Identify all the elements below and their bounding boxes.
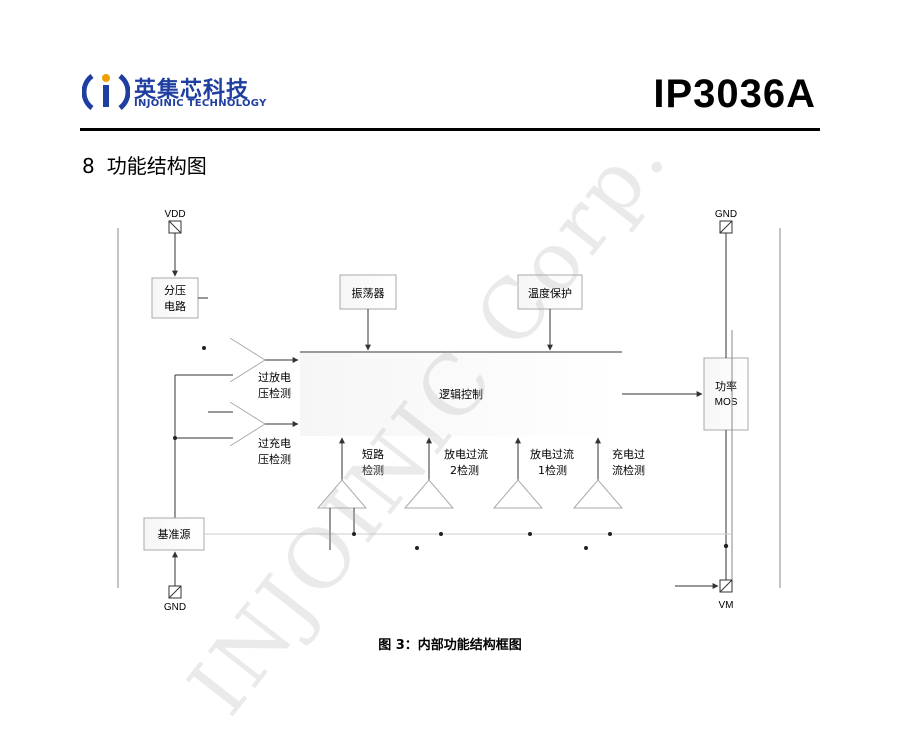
vm-junction-dot — [723, 543, 729, 549]
doc1-comparator — [492, 479, 544, 509]
gnd-bottom-label: GND — [164, 602, 186, 613]
section-number: 8 — [82, 154, 95, 178]
part-number: IP3036A — [653, 72, 816, 116]
oscillator-label: 振荡器 — [352, 286, 385, 300]
doc2-node-2 — [439, 532, 443, 536]
section-heading: 8 功能结构图 — [82, 150, 207, 179]
vm-pin — [719, 579, 733, 593]
oscillator-box — [339, 274, 397, 310]
figure-caption: 图 3：内部功能结构框图 — [378, 638, 522, 653]
coc-node-1 — [584, 546, 588, 550]
reference-label: 基准源 — [158, 527, 191, 541]
left-node-dot-1 — [202, 346, 206, 350]
temp-protect-label: 温度保护 — [528, 286, 572, 300]
divider-label-2: 电路 — [164, 300, 186, 313]
gnd-top-label: GND — [715, 209, 737, 220]
doc2-comparator — [403, 479, 455, 509]
reference-box — [143, 517, 205, 551]
page-header: 英集芯科技 INJOINIC TECHNOLOGY IP3036A — [0, 0, 900, 140]
doc2-node-1 — [415, 546, 419, 550]
vdd-label: VDD — [164, 209, 185, 220]
doc1-label-2: 1检测 — [538, 463, 567, 477]
vdd-pin-cross — [168, 220, 182, 234]
gnd-bottom-pin-cross — [168, 585, 182, 599]
gnd-top-pin-cross — [719, 220, 733, 234]
short-label-2: 检测 — [362, 463, 384, 477]
section-title-text: 功能结构图 — [106, 154, 207, 178]
doc1-node — [528, 532, 532, 536]
overcharge-label-2: 压检测 — [258, 452, 291, 466]
coc-comparator — [572, 479, 624, 509]
vm-label: VM — [719, 600, 734, 611]
header-divider — [80, 128, 820, 131]
logo-chinese-name: 英集芯科技 — [134, 78, 250, 103]
power-mos-label-2: MOS — [715, 397, 738, 408]
block-diagram-svg: VDD 分压 电路 振荡器 温度保护 逻辑控制 功率 MOS GND — [117, 209, 781, 613]
gnd-bottom-pin — [168, 585, 182, 599]
short-label-1: 短路 — [362, 447, 384, 461]
doc1-label-1: 放电过流 — [530, 447, 574, 461]
divider-box — [151, 277, 199, 319]
logic-control-label: 逻辑控制 — [439, 387, 483, 401]
power-mos-label-1: 功率 — [715, 379, 737, 393]
divider-label-1: 分压 — [164, 284, 186, 297]
coc-label-2: 流检测 — [612, 463, 645, 477]
doc2-label-2: 2检测 — [450, 463, 479, 477]
power-mos-box — [703, 357, 749, 431]
coc-node-2 — [608, 532, 612, 536]
doc2-label-1: 放电过流 — [444, 447, 488, 461]
company-logo-icon — [82, 74, 130, 110]
vm-pin-cross — [719, 579, 733, 593]
overdischarge-label-1: 过放电 — [258, 370, 291, 384]
temp-protect-box — [517, 274, 583, 310]
logic-control-box — [300, 353, 622, 436]
coc-label-1: 充电过 — [612, 447, 645, 461]
block-diagram: VDD 分压 电路 振荡器 温度保护 逻辑控制 功率 MOS GND — [100, 190, 800, 630]
logo-english-name: INJOINIC TECHNOLOGY — [134, 98, 267, 109]
short-node — [352, 532, 356, 536]
reference-junction — [173, 436, 177, 440]
company-logo: 英集芯科技 INJOINIC TECHNOLOGY — [82, 68, 282, 116]
short-comparator — [316, 479, 368, 509]
overdischarge-label-2: 压检测 — [258, 386, 291, 400]
overcharge-label-1: 过充电 — [258, 436, 291, 450]
